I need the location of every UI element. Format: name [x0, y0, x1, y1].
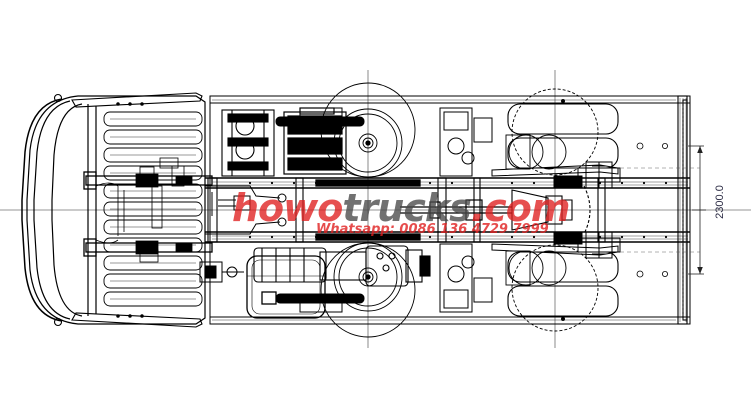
- cab-fixtures: [116, 102, 144, 318]
- truck-cab: [21, 95, 206, 325]
- rear-leaf-springs: [491, 161, 619, 259]
- battery-box: [283, 107, 347, 175]
- projection-lines: [620, 167, 700, 253]
- engine-assembly: [253, 245, 431, 287]
- engine-bay-detail: [95, 157, 185, 263]
- front-air-tanks: [221, 109, 275, 177]
- side-brackets: [439, 107, 493, 313]
- drive-shaft: [400, 199, 512, 221]
- rear-spring-hangers: [553, 167, 621, 253]
- steering-linkage: [205, 185, 287, 235]
- cab-trim: [53, 92, 203, 328]
- dimension-label-overall-width: 2300.0: [713, 185, 726, 219]
- dimension-line-width: [688, 145, 706, 275]
- exhaust-pipe: [199, 192, 251, 283]
- rear-frame-hatch: [679, 98, 687, 322]
- fuel-tank: [246, 255, 326, 319]
- differential: [511, 185, 591, 235]
- chassis-outline: [209, 95, 691, 325]
- edge-hatch-strips: [212, 99, 676, 321]
- front-wheel-bottom: [320, 242, 416, 338]
- centerlines: [0, 70, 751, 348]
- rear-air-tanks: [507, 103, 619, 317]
- front-axle-beam: [315, 179, 421, 241]
